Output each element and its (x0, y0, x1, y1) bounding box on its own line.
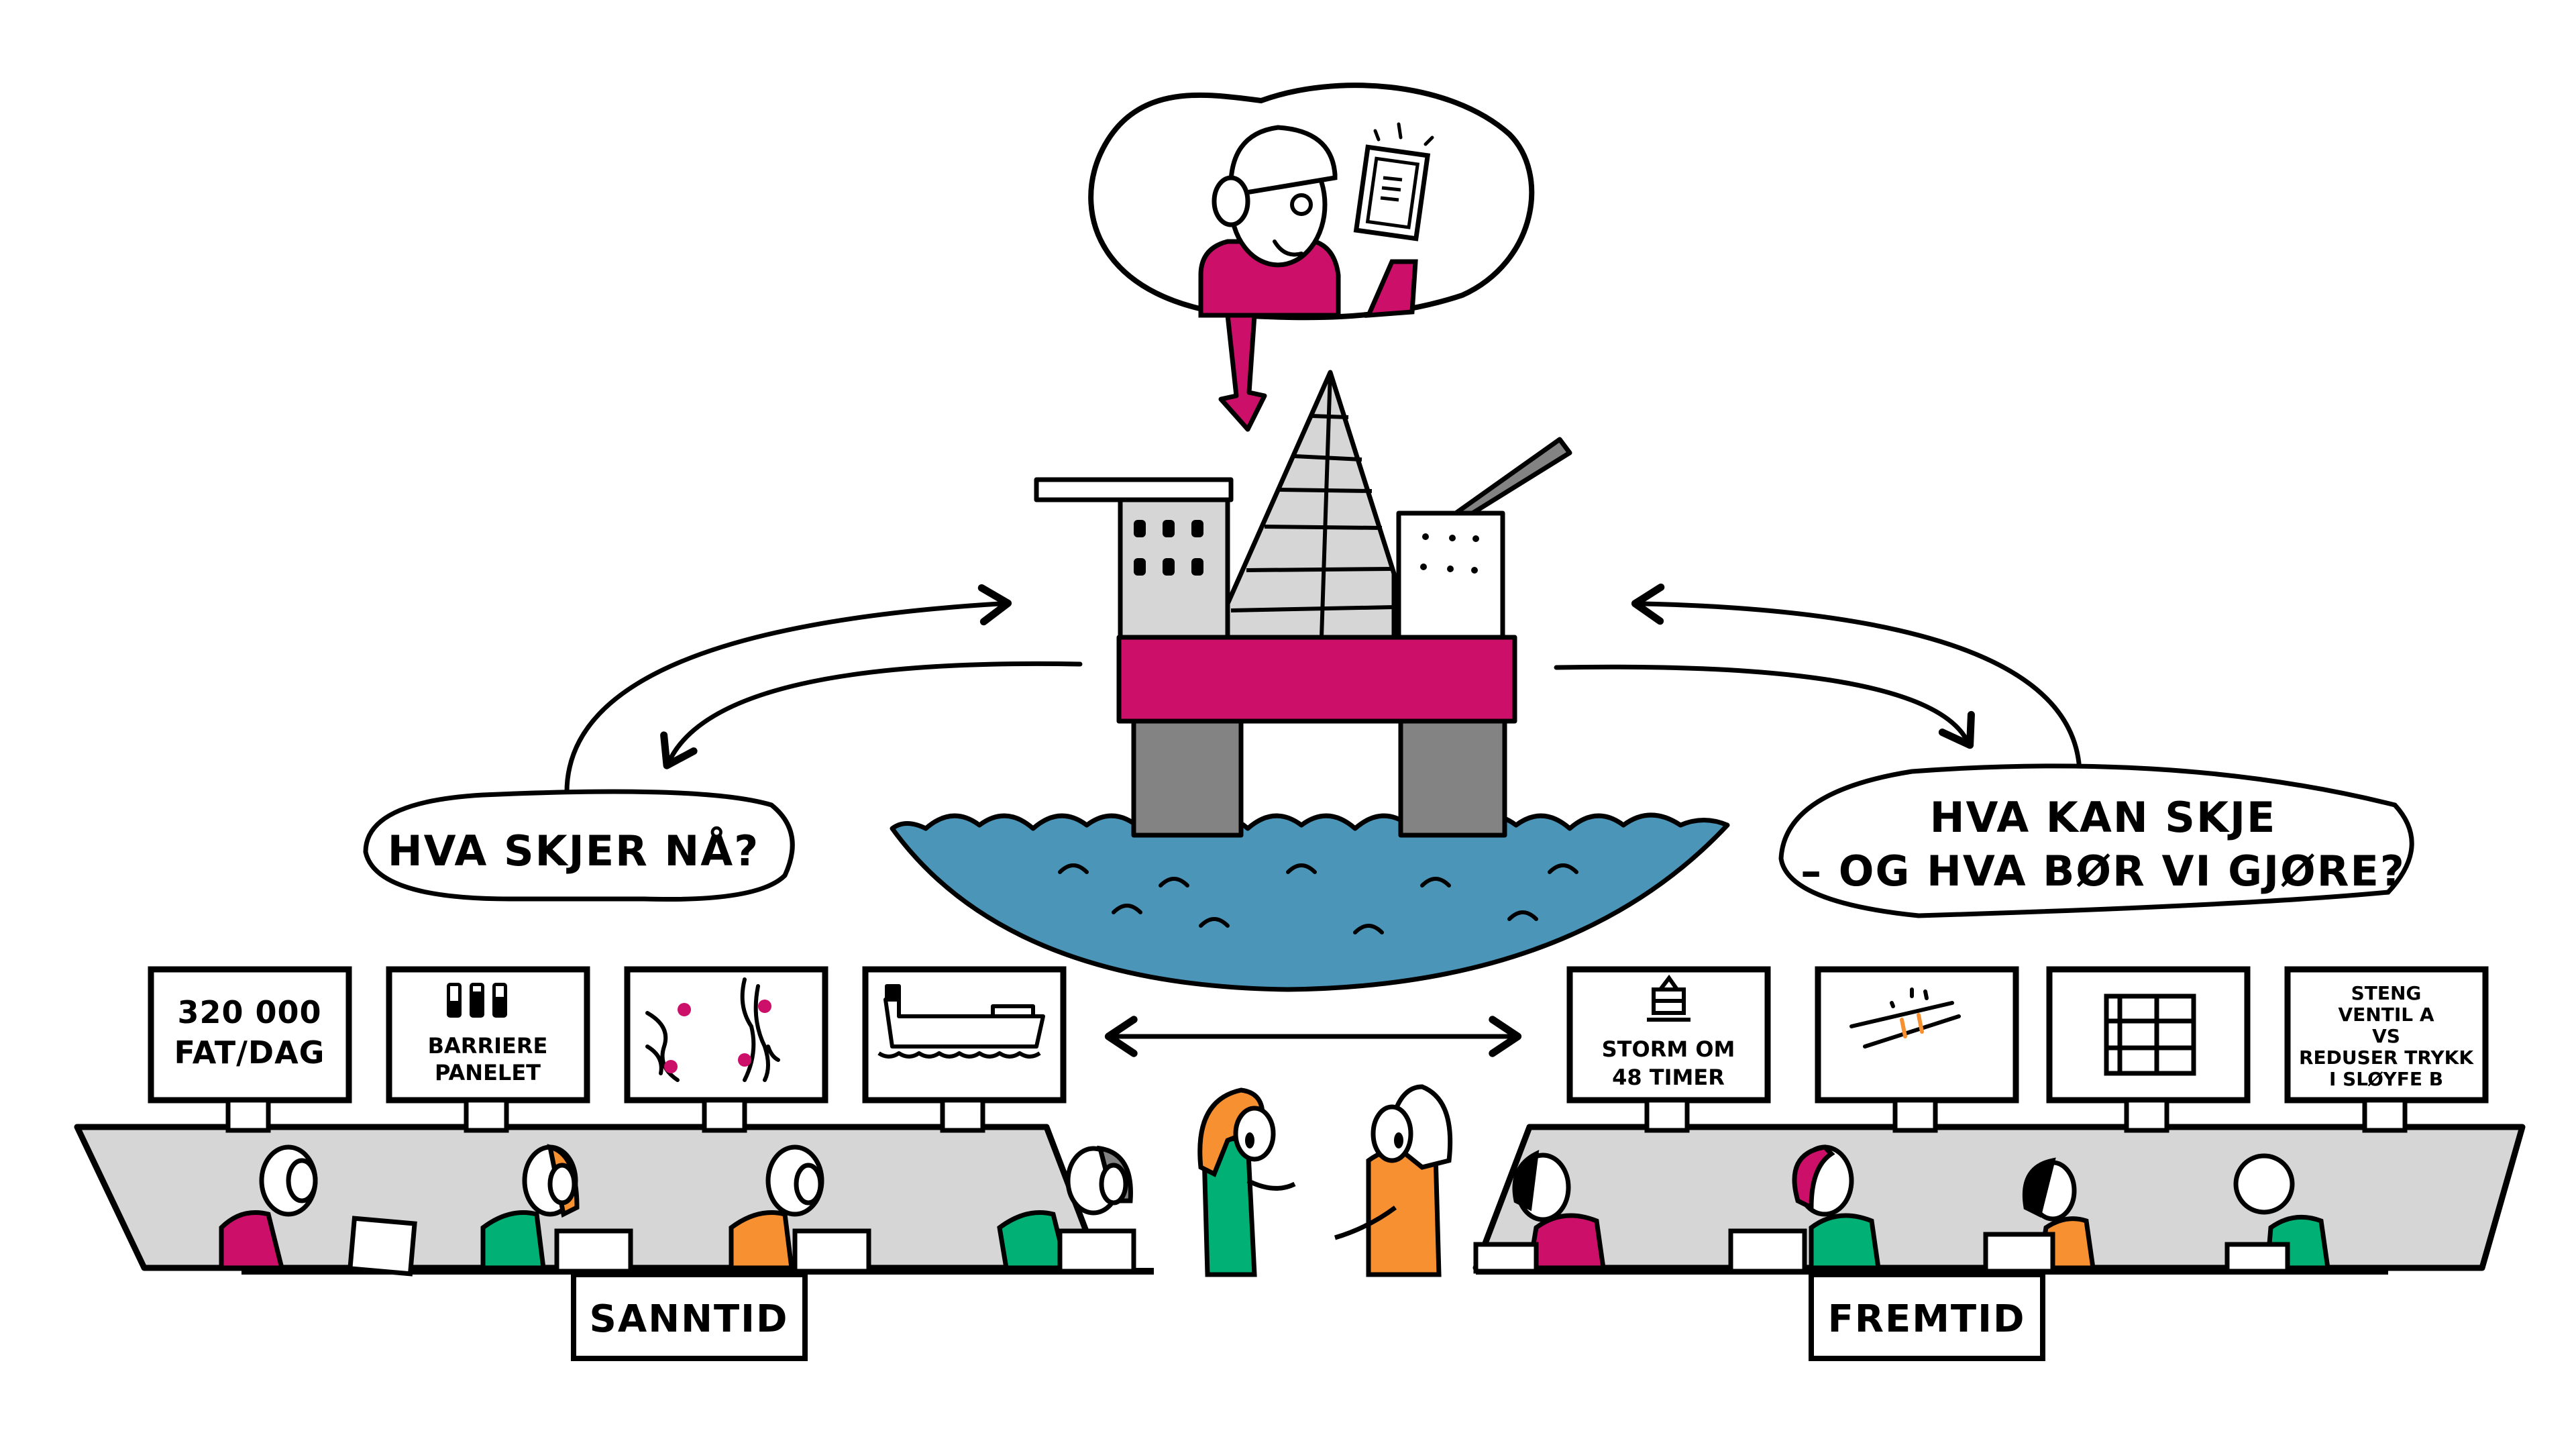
bubble-right: HVA KAN SKJE – OG HVA BØR VI GJØRE? (1778, 763, 2414, 918)
thought-bubble (1088, 83, 1535, 432)
operator-5 (1512, 1149, 1607, 1271)
right-up-arrow (1631, 583, 2082, 774)
left-monitors: 320 000 FAT/DAG BARRIERE PANELET (148, 966, 1067, 1133)
operator-7 (2022, 1157, 2096, 1271)
wave-marks (1058, 863, 1578, 934)
right-monitors: STORM OM 48 TIMER (1566, 966, 2489, 1133)
monitor-2: BARRIERE PANELET (386, 966, 590, 1133)
engineer-figure (1198, 122, 1434, 318)
person-green (1197, 1087, 1296, 1277)
sea (890, 812, 1730, 992)
bubble-left: HVA SKJER NÅ? (363, 789, 795, 902)
monitor-3 (624, 966, 828, 1133)
right-station: STORM OM 48 TIMER (1472, 966, 2526, 1361)
platform-icon (1647, 974, 1690, 1022)
pipe-icon (1849, 987, 1961, 1049)
monitor-7 (2046, 966, 2251, 1133)
svg-text:I SLØYFE B: I SLØYFE B (2329, 1068, 2443, 1090)
person-orange (1334, 1084, 1453, 1277)
left-operators (219, 1144, 1136, 1277)
left-down-arrow (660, 661, 1083, 769)
center-people (1197, 1084, 1453, 1277)
svg-text:VENTIL A: VENTIL A (2338, 1004, 2434, 1026)
svg-text:STENG: STENG (2351, 982, 2422, 1004)
operator-3 (729, 1144, 824, 1271)
operator-2 (480, 1144, 580, 1271)
monitor-4 (862, 966, 1067, 1133)
flow-arrows (564, 583, 2082, 1057)
tablet-icon (1353, 122, 1434, 241)
svg-text:BARRIERE: BARRIERE (428, 1033, 548, 1059)
right-tag: FREMTID (1809, 1272, 2045, 1361)
monitor-6 (1815, 966, 2019, 1133)
seismic-lines-icon (645, 977, 780, 1082)
left-station: 320 000 FAT/DAG BARRIERE PANELET (74, 966, 1154, 1361)
left-tag: SANNTID (571, 1272, 808, 1361)
svg-text:REDUSER TRYKK: REDUSER TRYKK (2299, 1046, 2474, 1069)
svg-text:STORM OM: STORM OM (1602, 1036, 1735, 1062)
sanntid-label: SANNTID (590, 1297, 789, 1341)
monitor-1: 320 000 FAT/DAG (148, 966, 352, 1133)
operator-1 (219, 1144, 318, 1271)
svg-text:48 TIMER: 48 TIMER (1612, 1065, 1725, 1090)
bubble-right-line-1: HVA KAN SKJE (1930, 793, 2277, 842)
grid-table-icon (2104, 994, 2196, 1076)
bubble-left-text: HVA SKJER NÅ? (388, 826, 760, 875)
bubble-right-line-2: – OG HVA BØR VI GJØRE? (1801, 847, 2406, 896)
fremtid-label: FREMTID (1828, 1297, 2026, 1341)
operator-6 (1792, 1144, 1882, 1271)
operator-4 (997, 1145, 1133, 1271)
down-arrow-icon (1218, 313, 1267, 432)
svg-text:VS: VS (2372, 1025, 2400, 1047)
right-down-arrow (1554, 664, 1975, 749)
tanker-ship-icon (877, 984, 1045, 1059)
right-operators (1473, 1144, 2331, 1274)
svg-text:320 000: 320 000 (177, 994, 321, 1030)
left-up-arrow (564, 584, 1012, 798)
monitor-5: STORM OM 48 TIMER (1566, 966, 1771, 1133)
barrier-panel-icon (447, 983, 507, 1018)
svg-text:FAT/DAG: FAT/DAG (174, 1034, 325, 1071)
svg-text:PANELET: PANELET (435, 1060, 541, 1085)
monitor-8: STENG VENTIL A VS REDUSER TRYKK I SLØYFE… (2284, 966, 2489, 1133)
offshore-platform (1034, 370, 1572, 838)
